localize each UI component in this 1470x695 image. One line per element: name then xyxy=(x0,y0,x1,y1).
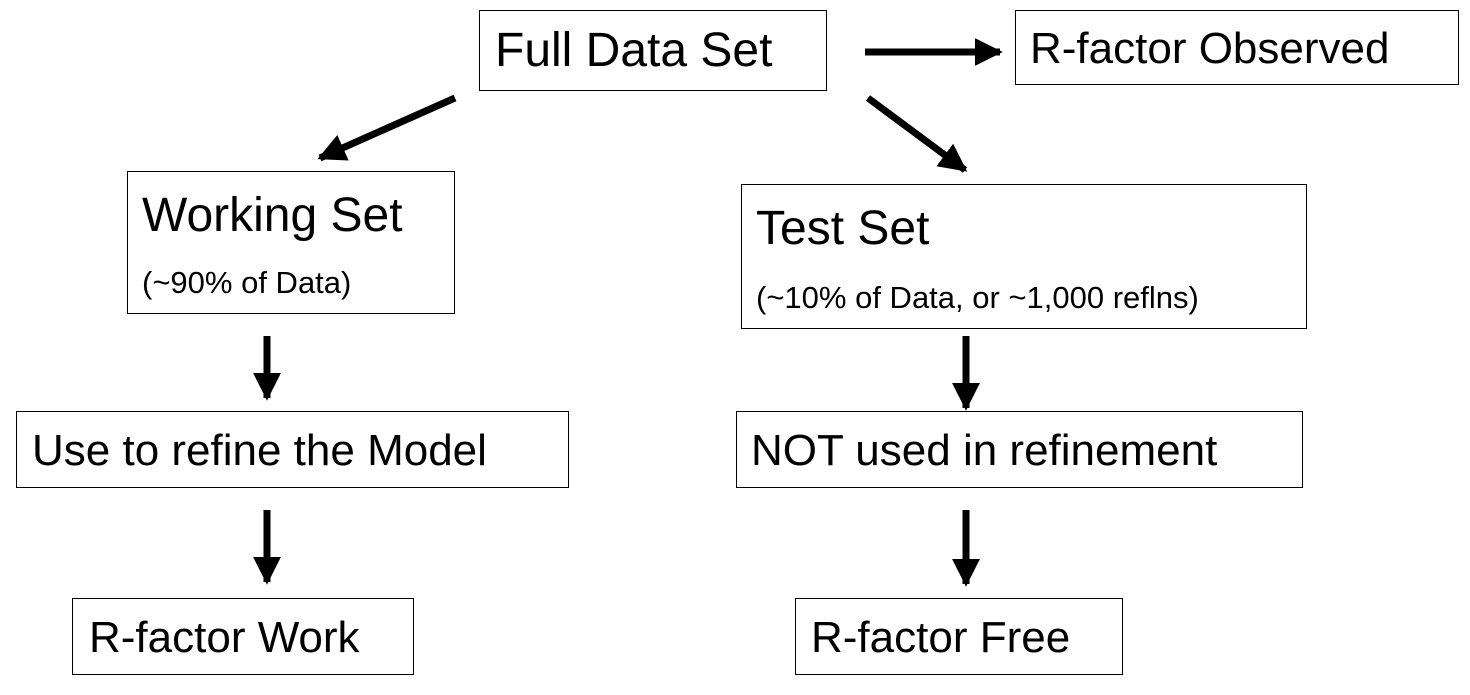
full-data-set-label: Full Data Set xyxy=(495,24,773,77)
refine-model-box: Use to refine the Model xyxy=(16,411,569,488)
r-factor-free-label: R-factor Free xyxy=(811,613,1071,662)
arrow-full-to-test xyxy=(865,95,968,173)
not-used-label: NOT used in refinement xyxy=(751,426,1218,475)
not-used-box: NOT used in refinement xyxy=(736,411,1303,488)
working-set-subtitle: (~90% of Data) xyxy=(142,265,352,300)
r-factor-observed-label: R-factor Observed xyxy=(1030,24,1390,73)
test-set-label: Test Set xyxy=(756,202,930,255)
r-factor-observed-box: R-factor Observed xyxy=(1015,10,1459,85)
full-data-set-box: Full Data Set xyxy=(479,10,827,91)
working-set-label: Working Set xyxy=(142,189,403,242)
refine-model-label: Use to refine the Model xyxy=(32,426,487,475)
test-set-box: Test Set (~10% of Data, or ~1,000 reflns… xyxy=(741,184,1307,329)
r-factor-work-label: R-factor Work xyxy=(89,613,360,662)
working-set-box: Working Set (~90% of Data) xyxy=(127,171,455,314)
test-set-subtitle: (~10% of Data, or ~1,000 reflns) xyxy=(756,280,1199,315)
r-factor-work-box: R-factor Work xyxy=(72,598,414,675)
arrow-full-to-working xyxy=(317,94,457,162)
r-factor-free-box: R-factor Free xyxy=(795,598,1123,675)
